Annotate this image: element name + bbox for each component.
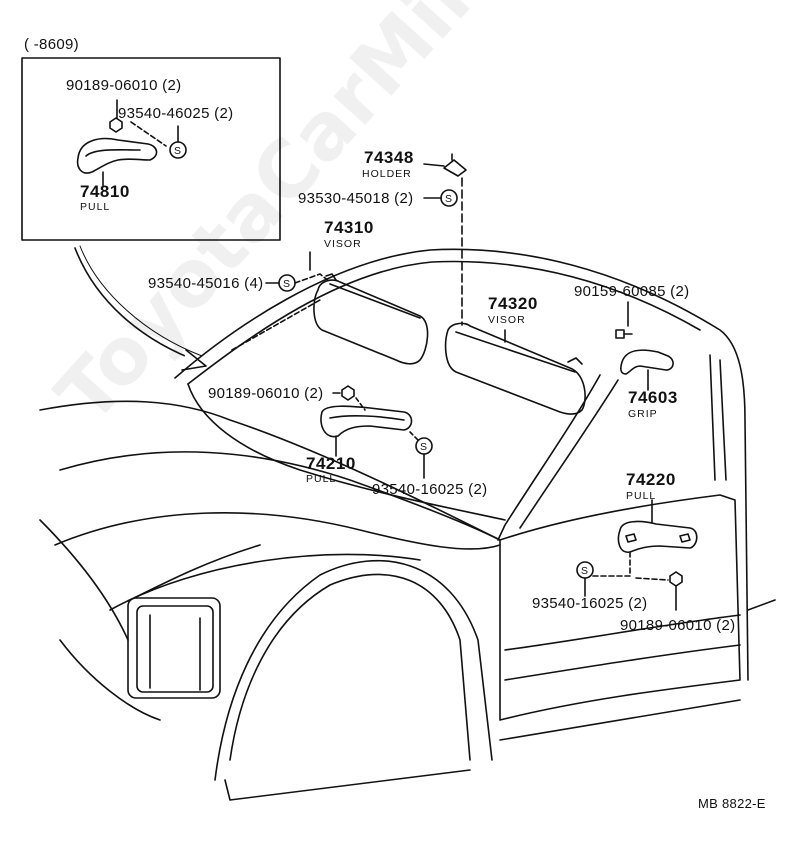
grip-number: 74603 bbox=[628, 388, 678, 407]
visor-74310-screw-label: 93540-45016 (4) bbox=[148, 275, 264, 292]
pull-74220-nut bbox=[669, 571, 683, 587]
visor-74310-number: 74310 bbox=[324, 218, 374, 237]
grip-74603 bbox=[620, 349, 674, 375]
visor-74320-number: 74320 bbox=[488, 294, 538, 313]
pull-74210-number: 74210 bbox=[306, 454, 356, 473]
inset-arrow-head bbox=[181, 349, 207, 371]
hood bbox=[39, 400, 501, 541]
fender bbox=[229, 573, 471, 761]
grip-screw-label: 90159-60085 (2) bbox=[574, 283, 690, 300]
pull-74210-screw-label: 93540-16025 (2) bbox=[372, 481, 488, 498]
inset-screw-symbol-label: S bbox=[174, 145, 183, 157]
visor-74310-screw-symbol: S bbox=[283, 278, 292, 290]
door bbox=[499, 494, 741, 721]
pull-74810-number: 74810 bbox=[80, 182, 130, 201]
pull-74220-number: 74220 bbox=[626, 470, 676, 489]
inset-frame bbox=[21, 57, 281, 241]
pull-74810 bbox=[76, 137, 158, 174]
inset-screw-label: 93540-46025 (2) bbox=[118, 105, 234, 122]
inset-range-label: ( -8609) bbox=[24, 36, 79, 53]
visor-74320 bbox=[444, 322, 586, 415]
roof-line bbox=[174, 248, 749, 681]
pull-74210-name: PULL bbox=[306, 473, 337, 485]
holder-screw-label: 93530-45018 (2) bbox=[298, 190, 414, 207]
pull-74220 bbox=[617, 520, 698, 553]
pull-74210-nut bbox=[341, 385, 355, 401]
holder bbox=[443, 159, 467, 177]
pull-74810-name: PULL bbox=[80, 201, 111, 213]
headlight bbox=[127, 597, 221, 699]
pull-74210 bbox=[320, 405, 413, 438]
a-pillar bbox=[497, 374, 601, 541]
grip-name: GRIP bbox=[628, 408, 658, 420]
pull-74220-nut-label: 90189-06010 (2) bbox=[620, 617, 736, 634]
visor-74320-name: VISOR bbox=[488, 314, 526, 326]
pull-74210-screw-symbol: S bbox=[420, 441, 429, 453]
inset-nut bbox=[109, 117, 123, 133]
inset-nut-label: 90189-06010 (2) bbox=[66, 77, 182, 94]
inset-arrow bbox=[74, 247, 201, 363]
grip-screw bbox=[615, 329, 625, 339]
pull-74220-screw-symbol: S bbox=[581, 565, 590, 577]
pull-74220-name: PULL bbox=[626, 490, 657, 502]
holder-number: 74348 bbox=[364, 148, 414, 167]
holder-name: HOLDER bbox=[362, 168, 412, 180]
figure-code: MB 8822-E bbox=[698, 796, 766, 811]
pull-74220-screw-label: 93540-16025 (2) bbox=[532, 595, 648, 612]
visor-74310 bbox=[313, 279, 429, 365]
holder-screw-symbol: S bbox=[445, 193, 454, 205]
visor-74310-name: VISOR bbox=[324, 238, 362, 250]
pull-74210-nut-label: 90189-06010 (2) bbox=[208, 385, 324, 402]
